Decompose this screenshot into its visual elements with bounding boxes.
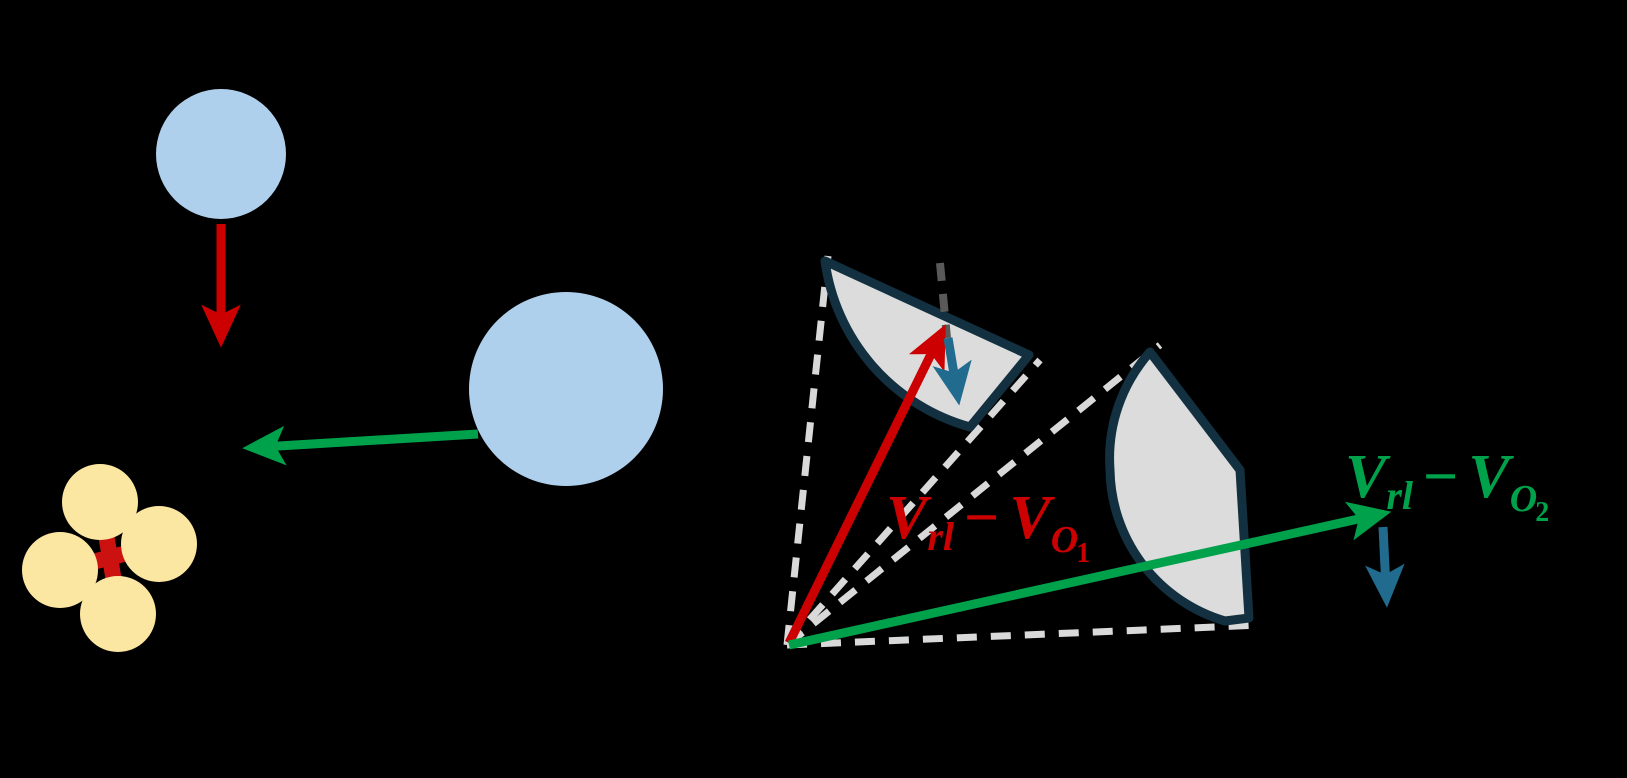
label2-sub2: O — [1509, 478, 1538, 520]
label2-sub2-index: 2 — [1535, 497, 1550, 528]
drone-rotor-left — [22, 532, 98, 608]
left-panel-scenario — [22, 89, 663, 652]
blue-penetration-arrow-2 — [1365, 526, 1405, 608]
dashed-ray-cone1-right — [784, 357, 1043, 648]
label2-v1: V — [1345, 443, 1387, 511]
red-relative-velocity-arrow — [784, 324, 946, 645]
label1-v1: V — [886, 484, 928, 552]
dashed-radius-marker-cone1 — [936, 262, 951, 339]
obstacle-circle-1 — [156, 89, 286, 219]
label1-sub2-index: 1 — [1076, 538, 1091, 569]
quadrotor-drone — [22, 464, 197, 652]
label-vrl-minus-vo2: Vrl−VO2 — [1345, 442, 1551, 528]
drone-rotor-right — [121, 506, 197, 582]
green-relative-velocity-arrow — [788, 501, 1392, 650]
label2-sub1: rl — [1386, 473, 1414, 518]
right-panel-velocity-obstacles — [783, 255, 1405, 650]
drone-rotor-top — [62, 464, 138, 540]
label-vrl-minus-vo1: Vrl−VO1 — [886, 483, 1092, 569]
dashed-ray-cone2-right — [786, 621, 1263, 649]
dashed-ray-cone1-left — [783, 255, 832, 646]
label2-minus: − — [1423, 443, 1459, 511]
label1-sub1: rl — [927, 514, 955, 559]
dashed-cone-rays — [783, 255, 1263, 649]
label1-sub2: O — [1050, 519, 1079, 561]
drone-rotor-bottom — [80, 576, 156, 652]
label2-v2: V — [1468, 443, 1510, 511]
dashed-ray-cone2-left — [784, 342, 1163, 648]
blue-penetration-arrow-1 — [932, 337, 972, 406]
label1-minus: − — [964, 484, 1000, 552]
label1-v2: V — [1009, 484, 1051, 552]
obstacle-circle-2 — [469, 292, 663, 486]
green-velocity-arrow-obstacle-2 — [242, 425, 479, 466]
